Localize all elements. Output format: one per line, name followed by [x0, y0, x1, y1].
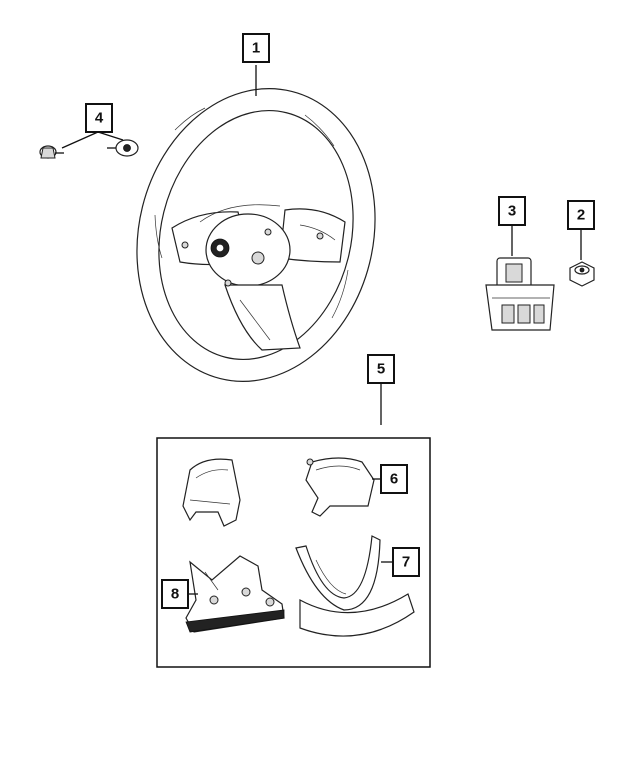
callout-6-label: 6 [390, 471, 398, 488]
steering-wheel[interactable] [107, 63, 406, 407]
callout-2-label: 2 [577, 207, 585, 224]
callout-5[interactable]: 5 [367, 354, 395, 384]
callout-4[interactable]: 4 [85, 103, 113, 133]
nut[interactable] [569, 261, 595, 287]
callout-2[interactable]: 2 [567, 200, 595, 230]
switch-module[interactable] [485, 257, 555, 331]
callout-7-label: 7 [402, 554, 410, 571]
bezel-right-upper[interactable] [305, 457, 375, 517]
callout-6[interactable]: 6 [380, 464, 408, 494]
callout-1-label: 1 [252, 40, 260, 57]
callout-7[interactable]: 7 [392, 547, 420, 577]
bezel-left-lower[interactable] [185, 555, 285, 633]
callout-3[interactable]: 3 [498, 196, 526, 226]
screw-left[interactable] [39, 145, 64, 159]
screw-right[interactable] [107, 139, 139, 157]
bezel-group-frame [156, 437, 431, 668]
bezel-left-upper[interactable] [182, 458, 241, 527]
bezel-right-lower[interactable] [295, 535, 415, 637]
leader-line-4 [61, 131, 124, 149]
callout-5-label: 5 [377, 361, 385, 378]
callout-8[interactable]: 8 [161, 579, 189, 609]
callout-3-label: 3 [508, 203, 516, 220]
callout-8-label: 8 [171, 586, 179, 603]
callout-1[interactable]: 1 [242, 33, 270, 63]
callout-4-label: 4 [95, 110, 104, 127]
